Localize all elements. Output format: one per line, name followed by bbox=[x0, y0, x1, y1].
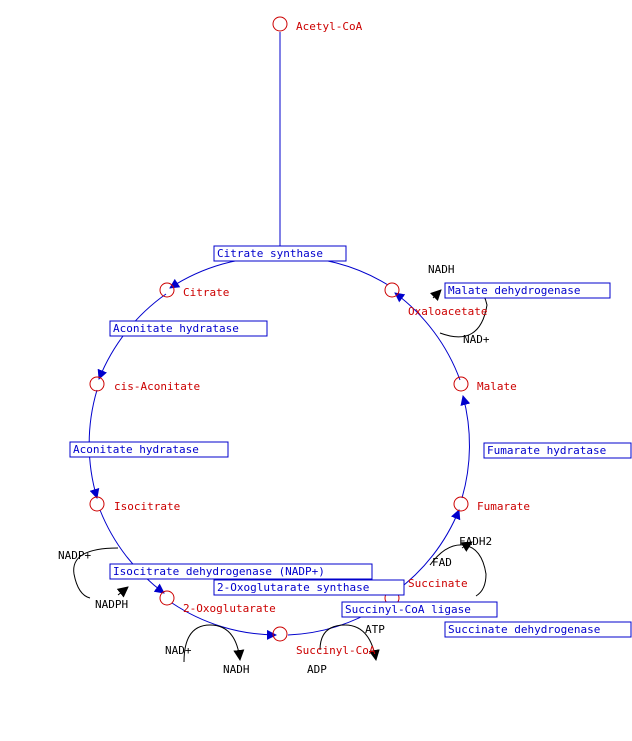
isocitrate-label: Isocitrate bbox=[114, 500, 180, 513]
citrate-node[interactable] bbox=[159, 282, 175, 298]
fumarate-node[interactable] bbox=[453, 496, 469, 512]
nadph-label: NADPH bbox=[95, 598, 128, 611]
oxoglutarate-node[interactable] bbox=[159, 590, 175, 606]
malate-label: Malate bbox=[477, 380, 517, 393]
enzyme-boxes: Citrate synthase Aconitate hydratase Aco… bbox=[69, 245, 632, 638]
succinyl-coa-node[interactable] bbox=[272, 626, 288, 642]
adp-label: ADP bbox=[307, 663, 327, 676]
nadh-mal-label: NADH bbox=[428, 263, 455, 276]
citrate-synthase-label: Citrate synthase bbox=[217, 247, 323, 260]
fad-arc bbox=[429, 544, 487, 597]
oxaloacetate-node[interactable] bbox=[384, 282, 400, 298]
cis-aconitate-label: cis-Aconitate bbox=[114, 380, 200, 393]
succinyl-coa-ligase-box[interactable] bbox=[341, 601, 498, 618]
oxoglutarate-to-succinyl-coa-edge bbox=[171, 602, 277, 640]
oxoglutarate-synthase-enzyme[interactable]: 2-Oxoglutarate synthase bbox=[213, 579, 405, 596]
nad-plus-oxo-label: NAD+ bbox=[165, 644, 192, 657]
fumarate-to-malate-edge bbox=[460, 395, 471, 499]
succinate-dehydrogenase-label: Succinate dehydrogenase bbox=[448, 623, 600, 636]
malate-to-oxaloacetate-edge bbox=[394, 292, 461, 381]
fumarate-label: Fumarate bbox=[477, 500, 530, 513]
nadh-mal-arrow bbox=[430, 289, 442, 301]
succinate-dehydrogenase-enzyme[interactable]: Succinate dehydrogenase bbox=[444, 621, 632, 638]
malate-dehydrogenase-enzyme[interactable]: Malate dehydrogenase bbox=[444, 282, 611, 299]
fumarate-hydratase-enzyme[interactable]: Fumarate hydratase bbox=[483, 442, 632, 459]
malate-dehydrogenase-label: Malate dehydrogenase bbox=[448, 284, 580, 297]
aconitate-hydratase-2-label: Aconitate hydratase bbox=[73, 443, 199, 456]
aconitate-hydratase-1-enzyme[interactable]: Aconitate hydratase bbox=[109, 320, 268, 337]
citrate-synthase-to-citrate-edge bbox=[169, 256, 281, 289]
fadh2-arrow bbox=[460, 541, 473, 552]
oxoglutarate-label: 2-Oxoglutarate bbox=[183, 602, 276, 615]
cofactor-edges bbox=[73, 282, 488, 663]
cis-aconitate-node[interactable] bbox=[89, 376, 105, 392]
nadp-plus-label: NADP+ bbox=[58, 549, 91, 562]
isocitrate-to-oxoglutarate-edge bbox=[99, 509, 165, 594]
aconitate-hydratase-2-enzyme[interactable]: Aconitate hydratase bbox=[69, 441, 229, 458]
nad-oxo-arc bbox=[183, 624, 245, 663]
oxoglutarate-synthase-label: 2-Oxoglutarate synthase bbox=[217, 581, 369, 594]
fad-label: FAD bbox=[432, 556, 452, 569]
nadh-oxo-label: NADH bbox=[223, 663, 250, 676]
atp-label: ATP bbox=[365, 623, 385, 636]
malate-dehydrogenase-box[interactable] bbox=[444, 282, 611, 299]
fumarate-hydratase-label: Fumarate hydratase bbox=[487, 444, 606, 457]
isocitrate-dehydrogenase-enzyme[interactable]: Isocitrate dehydrogenase (NADP+) bbox=[109, 563, 373, 580]
oxaloacetate-label: Oxaloacetate bbox=[408, 305, 487, 318]
succinate-label: Succinate bbox=[408, 577, 468, 590]
oxoglutarate-synthase-box[interactable] bbox=[213, 579, 405, 596]
fumarate-hydratase-box[interactable] bbox=[483, 442, 632, 459]
succinyl-coa-ligase-label: Succinyl-CoA ligase bbox=[345, 603, 471, 616]
isocitrate-dehydrogenase-box[interactable] bbox=[109, 563, 373, 580]
succinate-dehydrogenase-box[interactable] bbox=[444, 621, 632, 638]
malate-node[interactable] bbox=[453, 376, 469, 392]
succinyl-coa-label: Succinyl-CoA bbox=[296, 644, 376, 657]
aconitate-hydratase-2-box[interactable] bbox=[69, 441, 229, 458]
nadp-arc bbox=[73, 547, 119, 599]
isocitrate-dehydrogenase-label: Isocitrate dehydrogenase (NADP+) bbox=[113, 565, 325, 578]
acetyl-coa-node[interactable] bbox=[272, 16, 288, 32]
isocitrate-node[interactable] bbox=[89, 496, 105, 512]
atp-arc bbox=[319, 624, 380, 661]
citrate-label: Citrate bbox=[183, 286, 229, 299]
metabolite-nodes: Acetyl-CoA Citrate cis-Aconitate Isocitr… bbox=[89, 16, 530, 657]
aconitate-hydratase-1-label: Aconitate hydratase bbox=[113, 322, 239, 335]
citrate-synthase-enzyme[interactable]: Citrate synthase bbox=[213, 245, 347, 262]
succinyl-coa-ligase-enzyme[interactable]: Succinyl-CoA ligase bbox=[341, 601, 498, 618]
nadph-arrow bbox=[116, 586, 129, 598]
aconitate-hydratase-1-box[interactable] bbox=[109, 320, 268, 337]
citrate-synthase-box[interactable] bbox=[213, 245, 347, 262]
nad-plus-mal-label: NAD+ bbox=[463, 333, 490, 346]
acetyl-coa-label: Acetyl-CoA bbox=[296, 20, 363, 33]
cofactor-labels: NADP+ NADPH NAD+ NADH ATP ADP FAD FADH2 … bbox=[58, 263, 492, 676]
fadh2-label: FADH2 bbox=[459, 535, 492, 548]
